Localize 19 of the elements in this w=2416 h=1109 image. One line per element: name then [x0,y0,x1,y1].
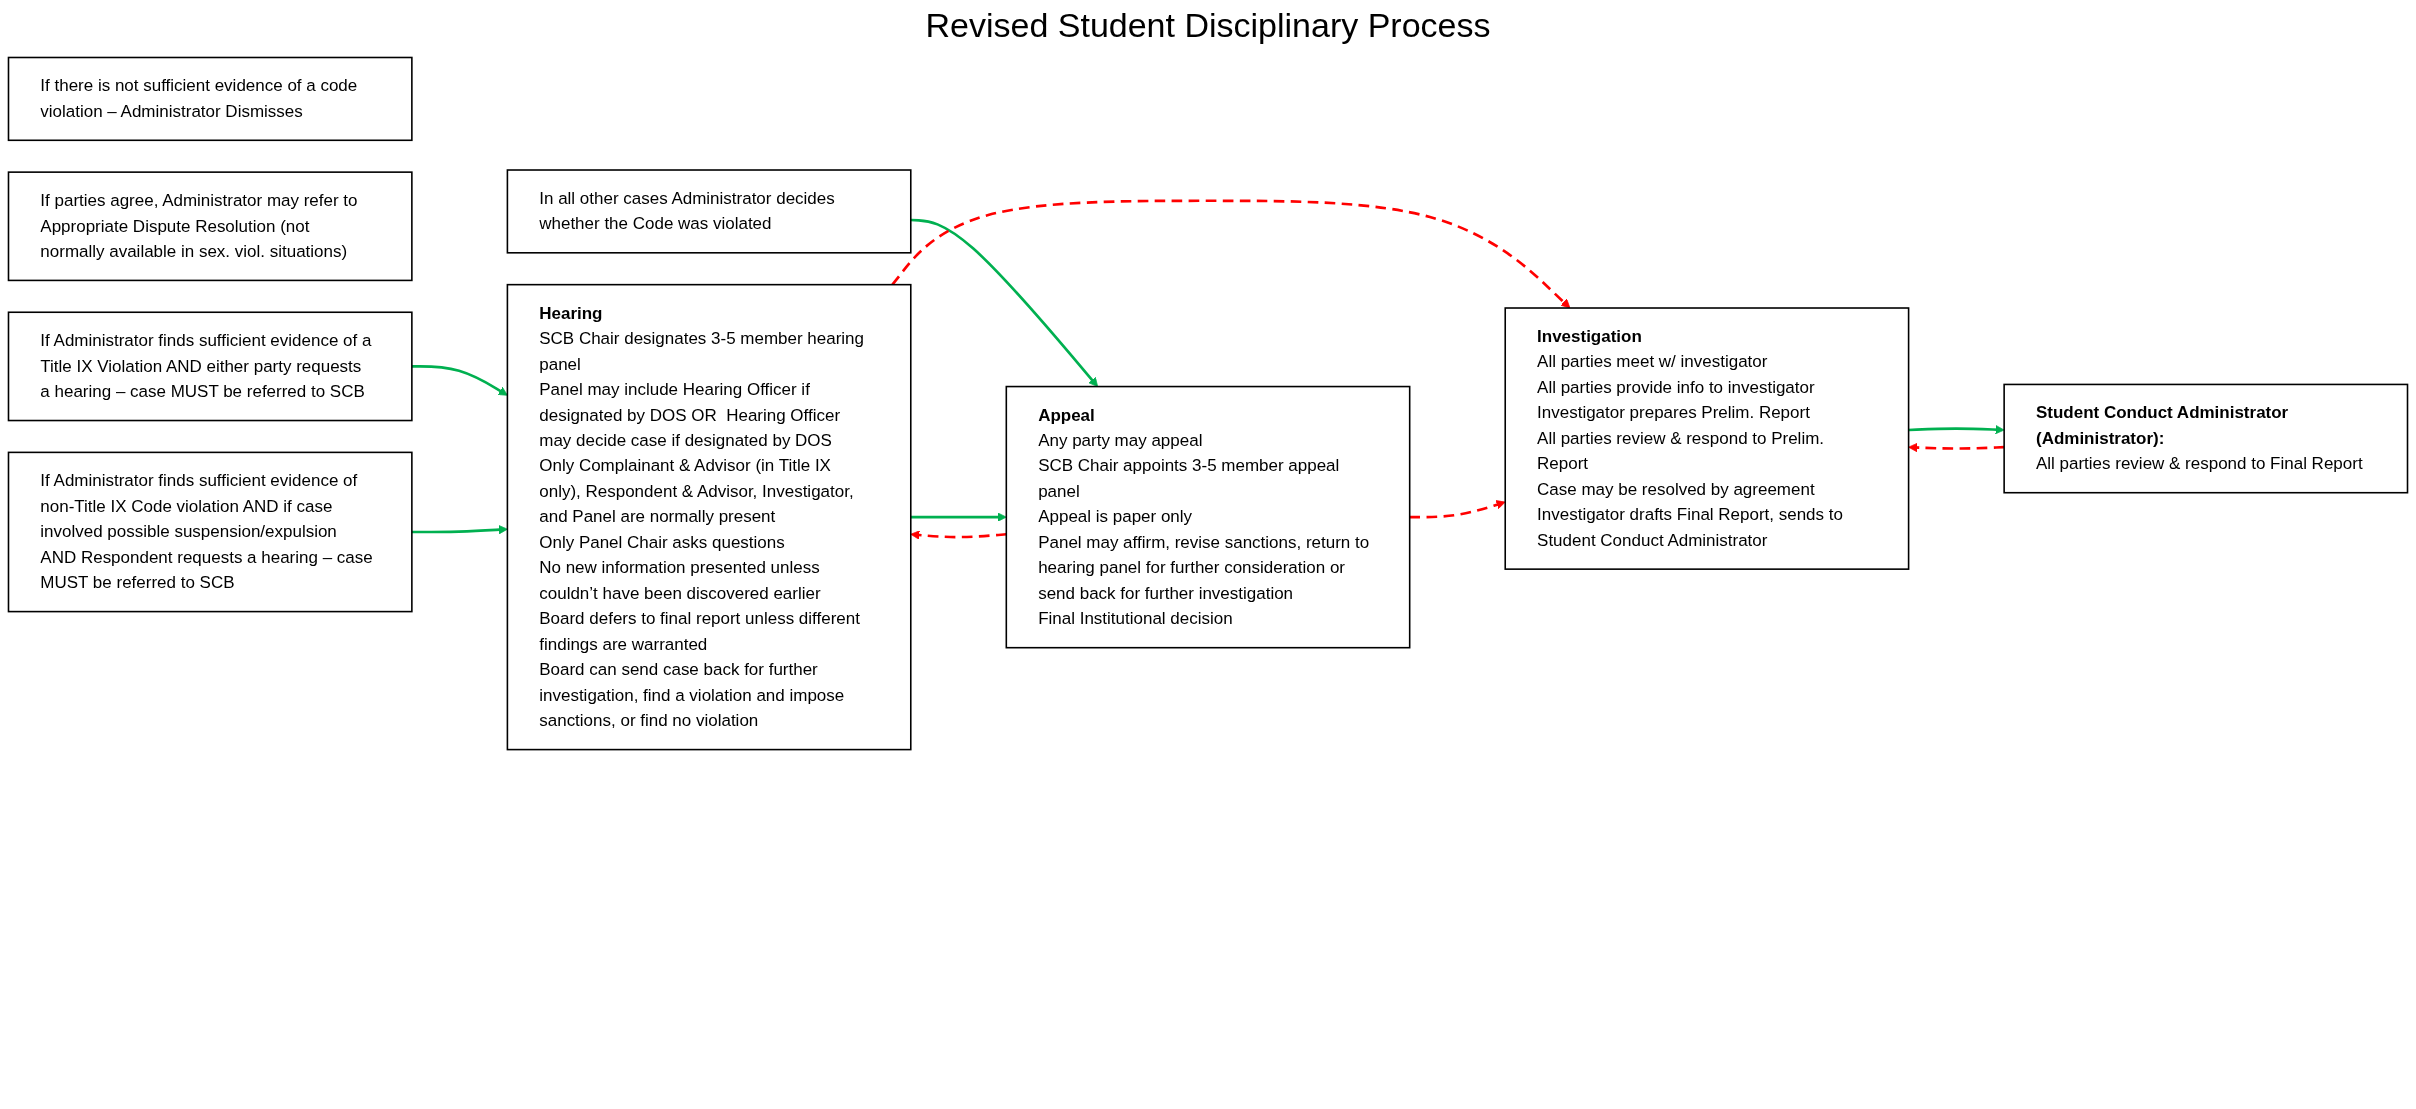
node-box: If parties agree, Administrator may refer to Appropriate Dispute Resolution (not normally available in sex. viol. situations) [7,171,413,282]
node-box: If Administrator finds sufficient evidence of non-Title IX Code violation AND if case involved possible suspension/expulsion AND Respondent requests a hearing – case MUST be referred to SCB [7,451,413,613]
node-box: In all other cases Administrator decides whether the Code was violated [506,169,912,254]
arrow [1908,424,2005,435]
node-box: If Administrator finds sufficient evidence of a Title IX Violation AND either party requests a hearing – case MUST be referred to SCB [7,311,413,422]
node-box: Appeal Any party may appeal SCB Chair appoints 3-5 member appeal panel Appeal is paper only Panel may affirm, revise sanctions, return to hearing panel for further consideration or send back for further investigation Final Institutional decision [1005,385,1411,649]
arrow [910,218,1099,387]
node-box: Student Conduct Administrator (Administrator): All parties review & respond to Final Report [2003,383,2409,494]
node-box: If there is not sufficient evidence of a code violation – Administrator Dismisses [7,56,413,142]
arrow [411,365,508,396]
arrow [1409,500,1506,519]
node-box: Hearing SCB Chair designates 3-5 member hearing panel Panel may include Hearing Officer if designated by DOS OR Hearing Officer may decide case if designated by DOS Only Complainant & Advisor (in Title IX only), Respondent & Advisor, Investigator, and Panel are normally present Only Panel Chair asks questions No new information presented unless couldn’t have been discovered earlier Board defers to final report unless different findings are warranted Board can send case back for further investigation, find a violation and impose sanctions, or find no violation [506,283,912,751]
arrow [1908,442,2005,453]
arrow [411,525,508,535]
diagram-title: Revised Student Disciplinary Process [924,6,1492,45]
node-box: Investigation All parties meet w/ investigator All parties provide info to investigator Investigator prepares Prelim. Report All parties review & respond to Prelim. Report Case may be resolved by agreement Investigator drafts Final Report, sends to Student Conduct Administrator [1504,307,1910,570]
arrow [910,530,1007,540]
arrow [891,199,1571,309]
arrow [910,512,1007,522]
